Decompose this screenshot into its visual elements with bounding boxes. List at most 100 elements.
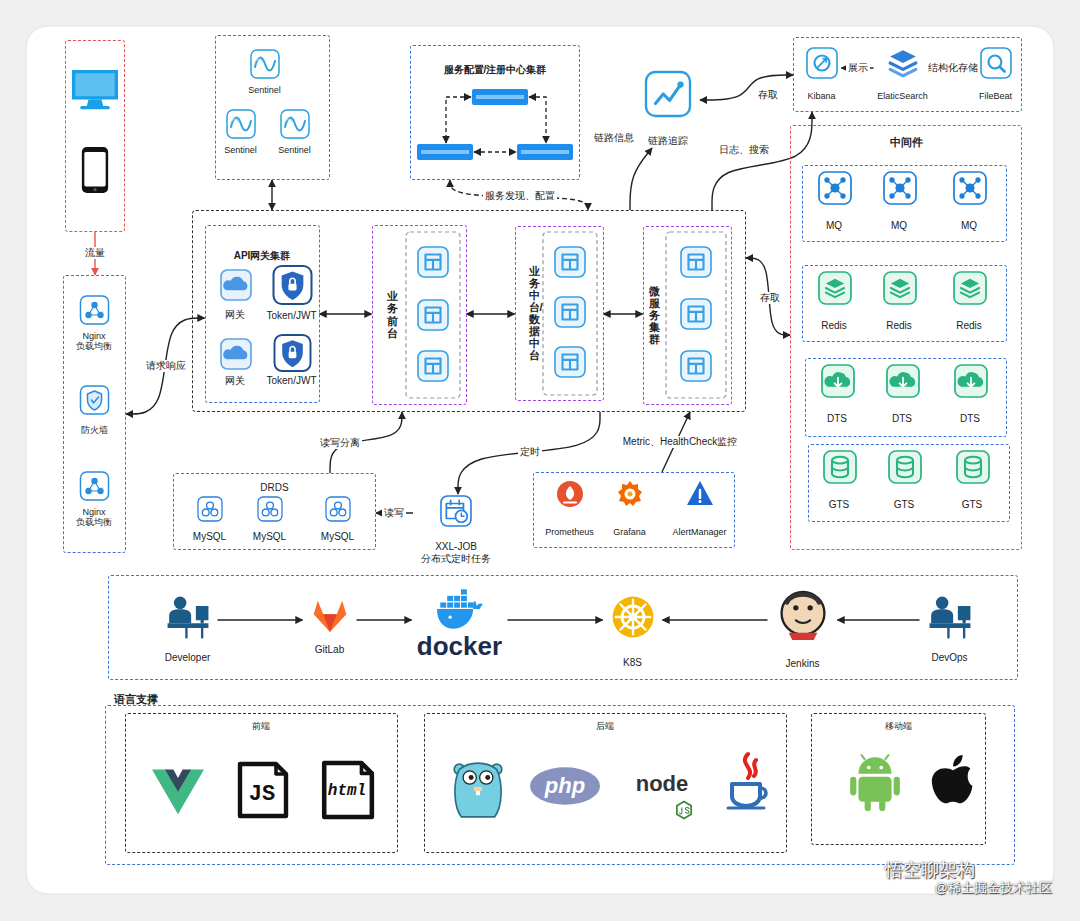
icon-body <box>324 763 372 817</box>
dts-icon <box>955 365 987 397</box>
icon-shape <box>689 307 704 322</box>
icon-node: MQ <box>941 169 997 233</box>
prom-icon <box>557 481 583 507</box>
icon-shape <box>862 755 889 759</box>
icon-body <box>454 763 502 817</box>
icon-dot <box>85 488 91 494</box>
icon-body <box>954 272 986 304</box>
icon-dot <box>677 81 683 87</box>
icon-frame <box>824 451 856 483</box>
icon-dot <box>625 489 636 500</box>
group-title: DRDS <box>174 482 375 494</box>
icon-node: MQ <box>871 169 927 233</box>
icon-frame <box>822 365 854 397</box>
connector <box>712 112 812 210</box>
icon-frame <box>955 365 987 397</box>
node-label: MQ <box>806 220 862 232</box>
icon-dot <box>905 177 910 182</box>
icon-dot <box>895 183 904 192</box>
icon-block <box>476 791 480 795</box>
icon-shape <box>563 255 578 270</box>
icon-shape <box>965 457 981 478</box>
icon-body <box>824 451 856 483</box>
chart-icon <box>646 72 690 116</box>
icon-shape <box>890 69 916 75</box>
icon-frame <box>681 247 711 277</box>
group-frame: RedisRedisRedis <box>802 265 1007 342</box>
instance-group <box>666 232 726 398</box>
gts-icon <box>957 451 989 483</box>
icon-shape <box>223 346 247 360</box>
icon-body <box>251 50 279 78</box>
icon-shape <box>223 277 247 291</box>
icon-dot <box>824 177 829 182</box>
node-label: Sentinel <box>270 145 320 155</box>
icon-shape <box>687 481 713 505</box>
icon-shape <box>285 119 293 122</box>
icon-body <box>168 597 209 638</box>
icon-body <box>152 770 204 815</box>
icon-shape <box>824 372 850 387</box>
icon-shape <box>474 787 482 791</box>
icon-dot <box>840 177 845 182</box>
app-icon <box>418 300 448 330</box>
icon-shape <box>1000 67 1005 72</box>
icon-shape <box>285 118 305 131</box>
connector <box>508 619 603 620</box>
icon-shape <box>231 119 239 122</box>
icon-shape <box>426 308 441 323</box>
node-label: MySQL <box>245 531 295 543</box>
icon-body <box>240 764 286 816</box>
icon-shape <box>957 372 983 387</box>
group-frame: 网关Token/JWT网关Token/JWTAPI网关集群 <box>205 225 320 403</box>
icon-node: Kibana <box>802 46 842 104</box>
icon-body <box>555 347 585 377</box>
node-label: GTS <box>876 499 932 511</box>
icon-frame <box>819 172 851 204</box>
icon-shape <box>290 347 295 352</box>
edge-label: 服务发现、配置 <box>483 190 557 202</box>
nodehex-icon <box>677 801 691 818</box>
filebeat-icon <box>981 48 1011 78</box>
icon-body <box>884 172 916 204</box>
icon-body <box>887 365 919 397</box>
icon-frame <box>884 272 916 304</box>
icon-block <box>879 799 885 811</box>
icon-body <box>782 592 825 640</box>
icon-body <box>850 755 900 811</box>
icon-shape <box>858 757 891 774</box>
node-label: Redis <box>806 320 862 332</box>
icon-shape <box>186 628 202 637</box>
icon-shape <box>826 288 844 297</box>
instance-group <box>543 232 597 395</box>
icon-block <box>454 602 460 607</box>
icon-frame <box>555 247 585 277</box>
app-icon <box>418 351 448 381</box>
group-frame: MQMQMQ <box>802 165 1007 242</box>
icon-dot <box>455 510 467 522</box>
icon-body <box>646 72 690 116</box>
icon-dot <box>85 312 91 318</box>
icon-body <box>681 351 711 381</box>
group-frame: 服务配置/注册中心集群 <box>410 45 580 180</box>
icon-shape <box>961 279 979 288</box>
connector <box>357 619 412 620</box>
icon-dot <box>889 177 894 182</box>
icon-shape <box>890 63 916 69</box>
icon-frame <box>887 365 919 397</box>
icon-block <box>858 777 891 802</box>
logo-text: node <box>636 772 689 796</box>
icon-frame <box>555 347 585 377</box>
icon-dot <box>793 605 798 610</box>
connector <box>271 180 272 210</box>
icon-shape <box>932 766 973 803</box>
redis-icon <box>954 272 986 304</box>
watermark: 悟空聊架构 <box>885 861 975 881</box>
icon-body <box>418 351 448 381</box>
icon-body <box>955 365 987 397</box>
icon-frame <box>889 451 921 483</box>
icon-node: Sentinel <box>240 48 290 98</box>
kibana-icon <box>807 48 837 78</box>
icon-node: Nginx 负载均衡 <box>66 470 123 530</box>
icon-frame <box>954 272 986 304</box>
